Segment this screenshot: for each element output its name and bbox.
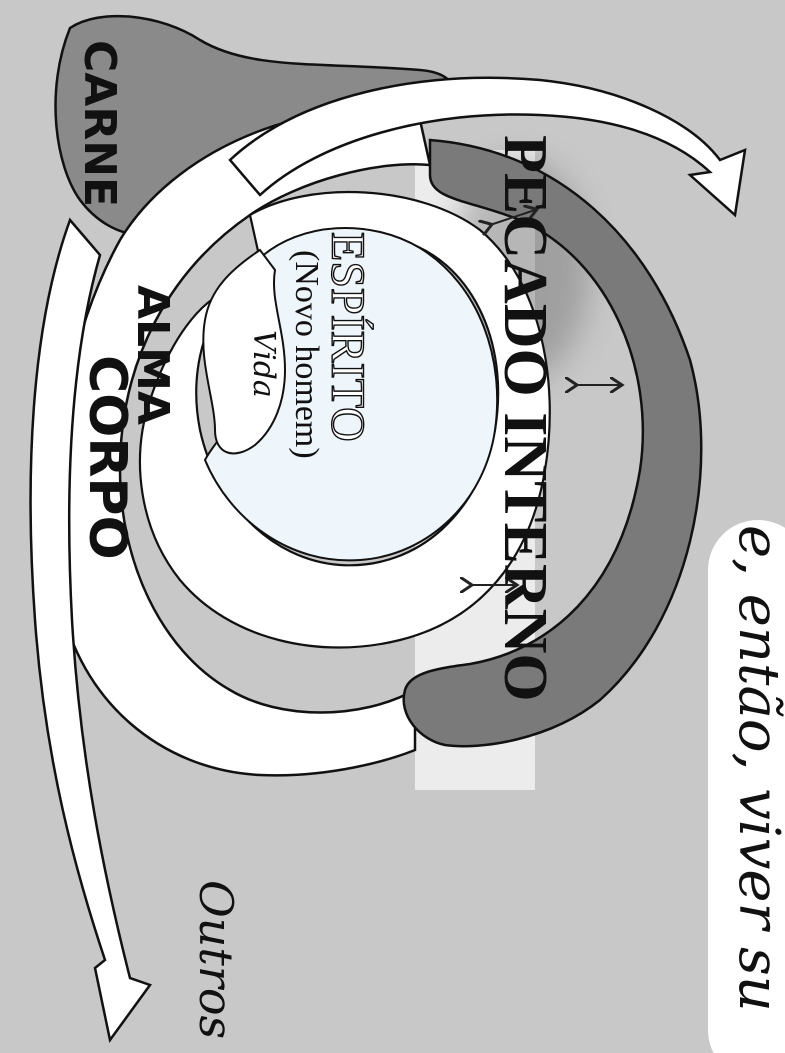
label-espirito: ESPÍRITO: [321, 232, 374, 442]
label-vida: Vida: [246, 330, 281, 398]
label-carne: CARNE: [74, 40, 125, 207]
label-corpo: CORPO: [77, 355, 137, 560]
label-outros: Outros: [189, 880, 243, 1039]
label-pecado-interno: PECADO INTERNO: [491, 135, 559, 702]
caption-text: e, então, viver su: [726, 525, 785, 1012]
label-novo-homem: (Novo homem): [288, 250, 325, 459]
